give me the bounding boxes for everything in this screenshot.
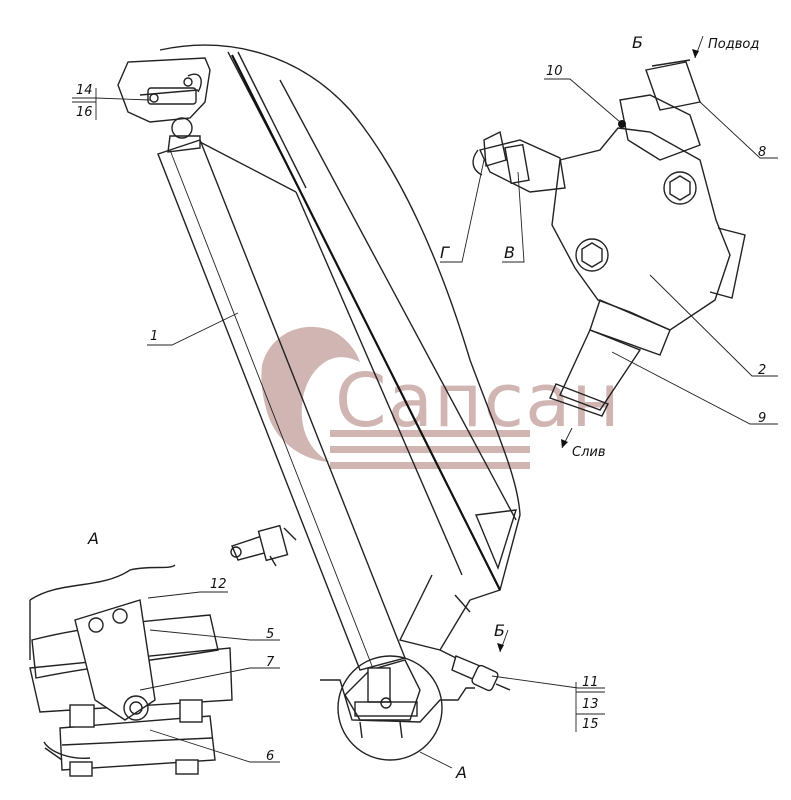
part-16-label: 16	[76, 105, 93, 120]
watermark-text: Сапсан	[335, 358, 621, 444]
part-13-label: 13	[582, 697, 599, 712]
part-7-label: 7	[266, 655, 275, 670]
label-view-a-callout: А	[455, 763, 467, 782]
part-9-label: 9	[758, 411, 766, 426]
label-view-b: Б	[632, 33, 643, 52]
label-view-b-callout: Б	[494, 621, 505, 640]
label-drain: Слив	[572, 445, 606, 460]
part-15-label: 15	[582, 717, 599, 732]
label-v: В	[504, 243, 515, 262]
part-1-label: 1	[150, 329, 158, 344]
part-11-label: 11	[582, 675, 599, 690]
hydraulic-cylinder	[117, 57, 406, 671]
labels: Б Подвод Слив Г В А А Б 1 2 5 6 7 8 9 10…	[76, 33, 766, 782]
label-supply: Подвод	[708, 37, 759, 52]
part-8-label: 8	[758, 145, 766, 160]
part-12-label: 12	[210, 577, 227, 592]
part-14-label: 14	[76, 83, 93, 98]
detail-a-callout	[320, 655, 475, 769]
part-6-label: 6	[266, 749, 274, 764]
boom-frame	[159, 44, 521, 651]
falcon-icon	[261, 326, 360, 462]
detail-a	[29, 564, 233, 777]
part-5-label: 5	[266, 627, 274, 642]
fitting-b	[439, 629, 511, 692]
label-view-a: А	[87, 529, 99, 548]
part-2-label: 2	[758, 363, 766, 378]
part-10-label: 10	[546, 64, 563, 79]
label-g: Г	[440, 243, 450, 262]
leader-lines	[72, 78, 778, 763]
tee-fitting	[230, 524, 297, 567]
valve-assembly	[472, 35, 746, 449]
